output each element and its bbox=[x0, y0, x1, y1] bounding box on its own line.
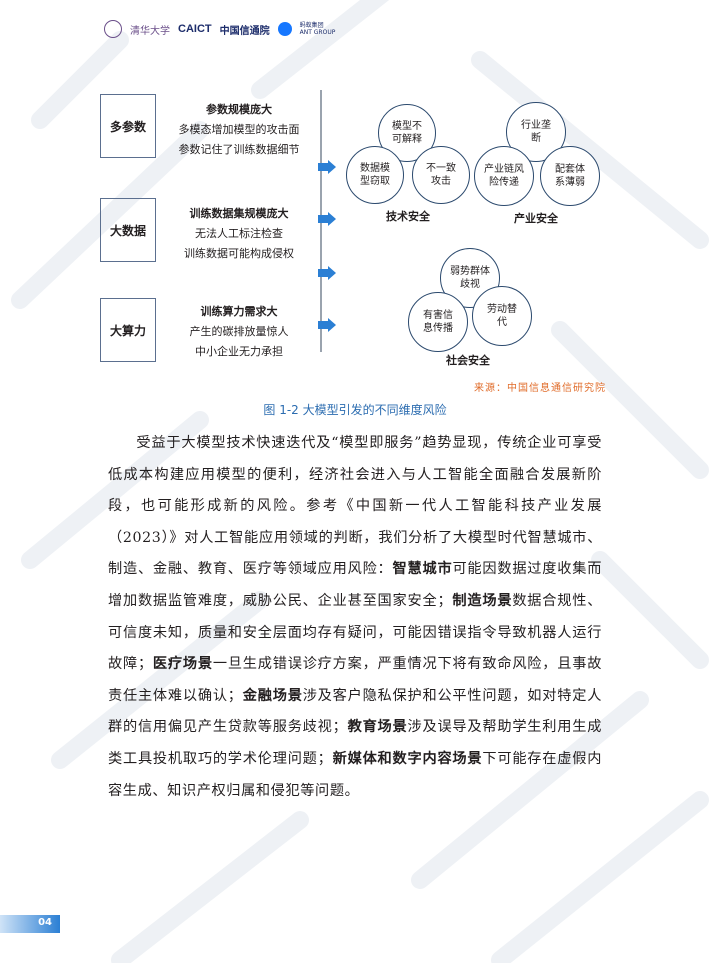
arrow-right-icon bbox=[318, 266, 336, 280]
group-label-society: 社会安全 bbox=[446, 354, 490, 367]
tsinghua-logo-text: 清华大学 bbox=[130, 25, 170, 37]
risk-bubble-inconsistency: 不一致攻击 bbox=[412, 146, 470, 204]
risk-bubble-model-theft: 数据模型窃取 bbox=[346, 146, 404, 204]
risk-bubble-harmful-info: 有害信息传播 bbox=[408, 292, 468, 352]
caict-logo-cn: 中国信通院 bbox=[219, 25, 270, 37]
dimension-box-params: 多参数 bbox=[100, 94, 156, 158]
arrow-right-icon bbox=[318, 160, 336, 174]
page-number: 04 bbox=[0, 915, 60, 933]
keyword-new-media: 新媒体和数字内容场景 bbox=[332, 750, 483, 767]
dimension-desc-params: 参数规模庞大 多模态增加模型的攻击面 参数记住了训练数据细节 bbox=[178, 103, 300, 156]
figure-source: 来源：中国信息通信研究院 bbox=[474, 383, 606, 394]
keyword-finance: 金融场景 bbox=[242, 687, 303, 704]
risk-diagram: 多参数 参数规模庞大 多模态增加模型的攻击面 参数记住了训练数据细节 大数据 训… bbox=[0, 80, 710, 400]
dimension-box-data: 大数据 bbox=[100, 198, 156, 262]
risk-bubble-labor-replacement: 劳动替代 bbox=[472, 286, 532, 346]
risk-bubble-weak-support: 配套体系薄弱 bbox=[540, 146, 600, 206]
dimension-desc-compute: 训练算力需求大 产生的碳排放量惊人 中小企业无力承担 bbox=[189, 305, 289, 358]
body-paragraph: 受益于大模型技术快速迭代及“模型即服务”趋势显现，传统企业可享受低成本构建应用模… bbox=[108, 435, 602, 799]
tsinghua-seal-icon bbox=[104, 20, 122, 38]
arrow-right-icon bbox=[318, 212, 336, 226]
figure-caption: 图 1-2 大模型引发的不同维度风险 bbox=[263, 403, 447, 417]
dimension-box-compute: 大算力 bbox=[100, 298, 156, 362]
group-label-industry: 产业安全 bbox=[514, 212, 558, 225]
caict-logo: CAICT bbox=[178, 23, 212, 35]
keyword-education: 教育场景 bbox=[347, 719, 408, 736]
group-label-tech: 技术安全 bbox=[386, 210, 430, 223]
arrow-right-icon bbox=[318, 318, 336, 332]
keyword-manufacturing: 制造场景 bbox=[452, 592, 513, 609]
risk-bubble-supply-chain: 产业链风险传递 bbox=[474, 146, 534, 206]
keyword-medical: 医疗场景 bbox=[152, 656, 213, 673]
ant-group-icon bbox=[277, 22, 292, 36]
keyword-smart-city: 智慧城市 bbox=[392, 561, 453, 578]
dimension-desc-data: 训练数据集规模庞大 无法人工标注检查 训练数据可能构成侵权 bbox=[184, 207, 294, 260]
